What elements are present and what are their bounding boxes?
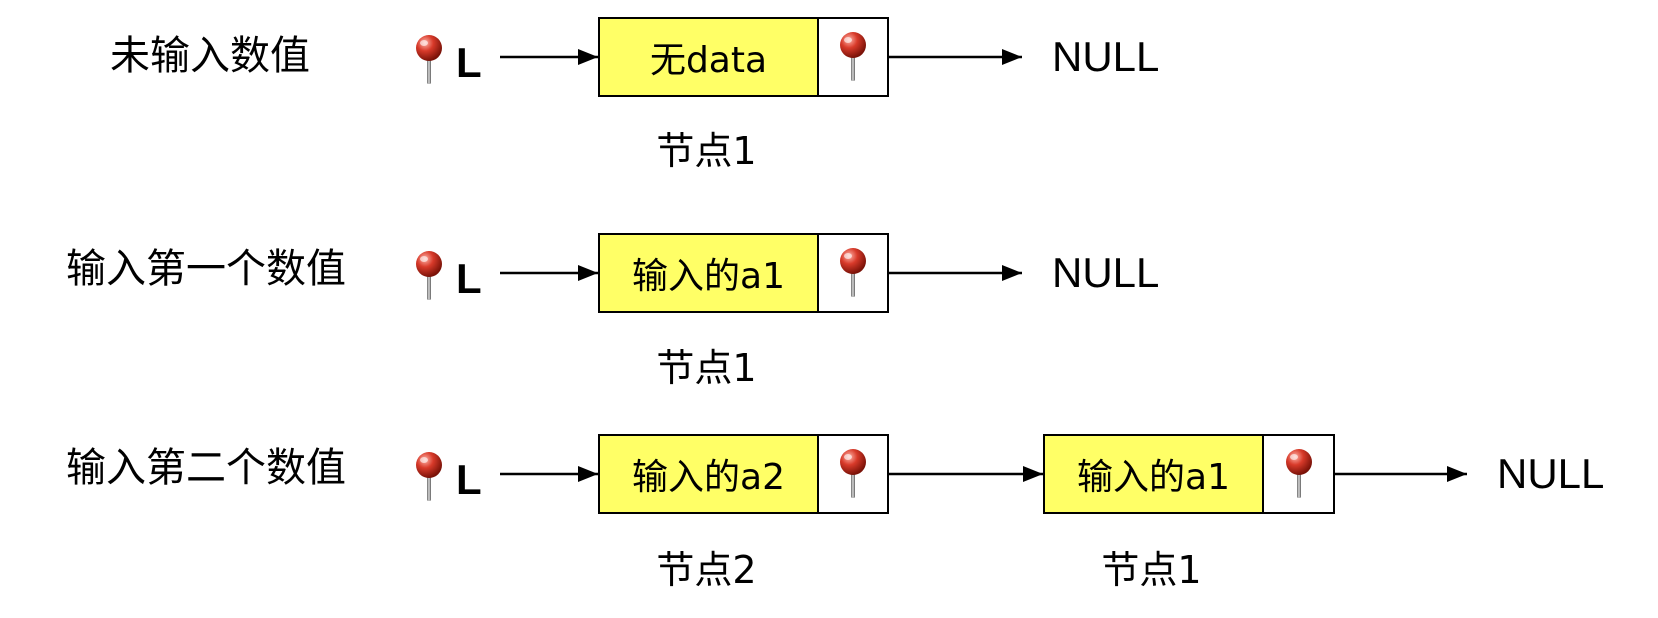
null-terminator: NULL [1052,249,1160,296]
pushpin-icon [412,34,446,86]
pushpin-icon [836,31,870,83]
list-node: 输入的a2 [598,434,889,514]
head-pointer-label: L [456,255,482,302]
node-data-field: 输入的a1 [600,235,819,311]
node-next-field [1264,436,1333,512]
list-node: 无data [598,17,889,97]
pushpin-icon [412,250,446,302]
node-data-field: 输入的a1 [1045,436,1264,512]
row-label: 输入第一个数值 [66,246,346,292]
node-caption: 节点1 [1101,548,1202,592]
node-next-field [819,19,887,95]
null-terminator: NULL [1052,33,1160,80]
node-caption: 节点1 [656,346,757,390]
head-pointer-label: L [456,39,482,86]
pushpin-icon [1282,448,1316,500]
node-data-field: 输入的a2 [600,436,819,512]
row-label: 未输入数值 [110,33,310,79]
node-data-field: 无data [600,19,819,95]
pushpin-icon [836,247,870,299]
node-caption: 节点1 [656,129,757,173]
node-next-field [819,436,887,512]
null-terminator: NULL [1497,450,1605,497]
head-pointer-label: L [456,456,482,503]
node-next-field [819,235,887,311]
node-caption: 节点2 [656,548,757,592]
list-node: 输入的a1 [1043,434,1335,514]
list-node: 输入的a1 [598,233,889,313]
pushpin-icon [412,451,446,503]
row-label: 输入第二个数值 [66,445,346,491]
pushpin-icon [836,448,870,500]
